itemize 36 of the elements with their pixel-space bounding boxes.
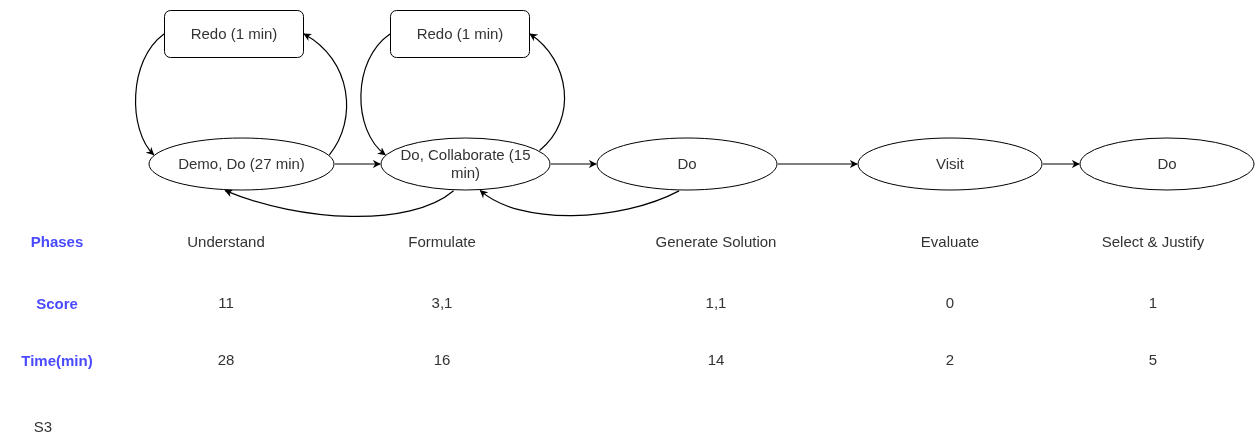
process-ellipse: Do, Collaborate (15 min): [380, 137, 551, 191]
arrow: [135, 33, 165, 156]
phase-label: Understand: [187, 232, 265, 250]
table-value: 1,1: [705, 293, 727, 311]
arrow: [550, 160, 597, 168]
process-box: Redo (1 min): [164, 10, 304, 58]
phase-label: Generate Solution: [655, 232, 777, 250]
table-value: 1: [1148, 293, 1158, 311]
table-value: 28: [217, 350, 235, 368]
process-box: Redo (1 min): [390, 10, 530, 58]
phase-label: Evaluate: [920, 232, 980, 250]
row-header: Phases: [30, 232, 84, 250]
process-ellipse: Do: [596, 137, 778, 191]
arrow: [303, 33, 348, 156]
table-value: 3,1: [431, 293, 453, 311]
process-ellipse: Demo, Do (27 min): [148, 137, 335, 191]
arrow: [224, 189, 455, 217]
arrow: [479, 190, 680, 217]
table-value: 5: [1148, 350, 1158, 368]
phase-label: Select & Justify: [1101, 232, 1205, 250]
arrow: [334, 160, 381, 168]
row-header: Time(min): [21, 351, 93, 369]
arrow: [360, 33, 391, 156]
process-ellipse: Do: [1079, 137, 1255, 191]
table-value: 0: [945, 293, 955, 311]
phase-label: Formulate: [408, 232, 476, 250]
table-value: 14: [707, 350, 725, 368]
arrow: [777, 160, 858, 168]
table-value: 2: [945, 350, 955, 368]
arrow: [1042, 160, 1080, 168]
row-header: Score: [36, 294, 78, 312]
arrow: [529, 33, 566, 152]
scenario-label: S3: [33, 417, 53, 435]
table-value: 16: [433, 350, 451, 368]
process-ellipse: Visit: [857, 137, 1043, 191]
table-value: 11: [218, 293, 234, 311]
